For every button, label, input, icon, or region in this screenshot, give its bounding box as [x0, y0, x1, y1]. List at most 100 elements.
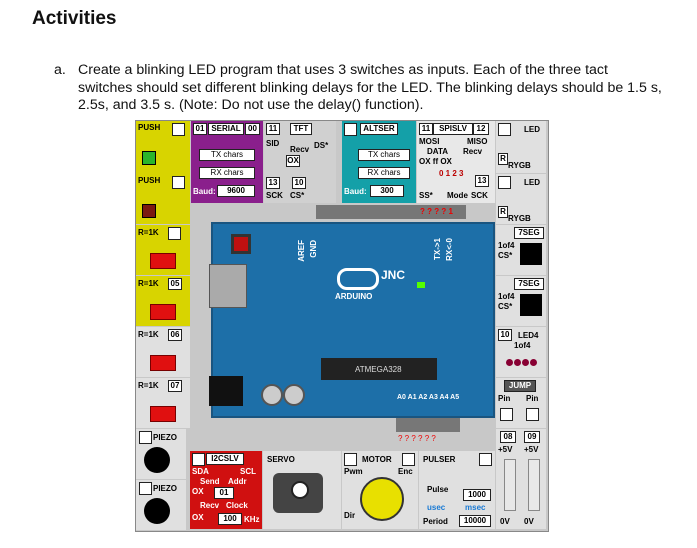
- resistor-pin[interactable]: 07: [168, 380, 182, 392]
- pin-13b[interactable]: 13: [475, 175, 489, 187]
- serial-index[interactable]: 01: [193, 123, 207, 135]
- scl-label: SCL: [240, 467, 256, 476]
- 7seg-sub: 1of4: [498, 241, 515, 250]
- top-pin-header: ? ? ? ? 1: [316, 205, 466, 219]
- r-pin[interactable]: R: [498, 206, 508, 218]
- push-label: PUSH: [138, 123, 161, 132]
- 7seg-cs: CS*: [498, 251, 513, 260]
- push-checkbox[interactable]: [172, 176, 185, 189]
- led-panel-1: LED R RYGB: [496, 121, 546, 173]
- miso-label: MISO: [467, 137, 488, 146]
- r-pin[interactable]: R: [498, 153, 508, 165]
- baud-select[interactable]: 9600: [217, 185, 255, 197]
- i2cslv-checkbox[interactable]: [192, 453, 205, 466]
- baud-label: Baud:: [193, 187, 216, 196]
- chip-label: ATMEGA328: [355, 365, 402, 374]
- piezo-label: PIEZO: [153, 484, 178, 493]
- pulse-label: Pulse: [427, 485, 449, 494]
- red-button[interactable]: [150, 253, 176, 269]
- resistor-panel-1: R=1K: [136, 225, 190, 275]
- activity-task: a. Create a blinking LED program that us…: [54, 62, 664, 115]
- switch-icon[interactable]: [142, 204, 156, 218]
- switch-icon[interactable]: [142, 151, 156, 165]
- pulser-checkbox[interactable]: [479, 453, 492, 466]
- clock-field[interactable]: 100: [218, 513, 242, 525]
- led-label: LED: [524, 178, 540, 187]
- power-led: [417, 282, 425, 288]
- led4-row: [506, 353, 538, 371]
- zero-v-a: 0V: [500, 517, 510, 526]
- altser-panel: ALTSER TX chars RX chars Baud: 300: [342, 121, 416, 203]
- baud-select-2[interactable]: 300: [370, 185, 404, 197]
- jump-pin-a[interactable]: [500, 408, 513, 421]
- ox-field[interactable]: OX: [286, 155, 300, 167]
- piezo-checkbox[interactable]: [139, 431, 152, 444]
- rx-chars-field-2[interactable]: RX chars: [358, 167, 410, 179]
- motor-checkbox[interactable]: [344, 453, 357, 466]
- 7seg-panel-1: 7SEG 1of4 CS*: [496, 225, 546, 275]
- recv-label: Recv: [290, 145, 310, 154]
- ox-label-2: OX: [192, 513, 204, 522]
- plus5v-b: +5V: [524, 445, 539, 454]
- tft-label: TFT: [290, 123, 312, 135]
- piezo-icon: [144, 498, 170, 524]
- 7seg-sub: 1of4: [498, 292, 515, 301]
- tx-chars-field[interactable]: TX chars: [199, 149, 255, 161]
- led-checkbox[interactable]: [498, 123, 511, 136]
- push-label: PUSH: [138, 176, 161, 185]
- led-checkbox[interactable]: [498, 176, 511, 189]
- slider-a[interactable]: [504, 459, 516, 511]
- reset-button[interactable]: [231, 234, 251, 254]
- tx-label: TX->1: [433, 238, 442, 261]
- slider-b[interactable]: [528, 459, 540, 511]
- red-button[interactable]: [150, 355, 176, 371]
- spislv-number[interactable]: 12: [473, 123, 489, 135]
- rx-chars-field[interactable]: RX chars: [199, 167, 255, 179]
- arduino-label: ARDUINO: [335, 292, 373, 301]
- resistor-checkbox[interactable]: [168, 227, 181, 240]
- resistor-pin[interactable]: 06: [168, 329, 182, 341]
- red-button[interactable]: [150, 406, 176, 422]
- piezo-checkbox[interactable]: [139, 482, 152, 495]
- task-text: Create a blinking LED program that uses …: [78, 62, 662, 113]
- period-field[interactable]: 10000: [459, 515, 491, 527]
- servo-panel: SERVO: [263, 451, 341, 529]
- red-button[interactable]: [150, 304, 176, 320]
- khz-label: KHz: [244, 515, 260, 524]
- sda-label: SDA: [192, 467, 209, 476]
- baud-label-2: Baud:: [344, 187, 367, 196]
- pin-13[interactable]: 13: [266, 177, 280, 189]
- addr-field[interactable]: 01: [214, 487, 234, 499]
- led4-index[interactable]: 10: [498, 329, 512, 341]
- pulse-field[interactable]: 1000: [463, 489, 491, 501]
- resistor-panel-3: R=1K 06: [136, 327, 190, 377]
- sck-label-2: SCK: [471, 191, 488, 200]
- motor-checkbox-2[interactable]: [402, 453, 415, 466]
- 7seg-label: 7SEG: [514, 278, 544, 290]
- push-checkbox[interactable]: [172, 123, 185, 136]
- pin-11[interactable]: 11: [266, 123, 280, 135]
- pin-09[interactable]: 09: [524, 431, 540, 443]
- jump-pin-b[interactable]: [526, 408, 539, 421]
- serial-number[interactable]: 00: [245, 123, 260, 135]
- spislv-index[interactable]: 11: [419, 123, 433, 135]
- altser-checkbox[interactable]: [344, 123, 357, 136]
- send-label: Send: [200, 477, 220, 486]
- aref-label: AREF: [297, 240, 306, 262]
- bottom-pin-qmarks: ? ? ? ? ? ?: [398, 434, 436, 443]
- sck-label: SCK: [266, 191, 283, 200]
- tx-chars-field-2[interactable]: TX chars: [358, 149, 410, 161]
- rygb-label: RYGB: [508, 161, 531, 170]
- pin-08[interactable]: 08: [500, 431, 516, 443]
- power-jack: [209, 376, 243, 406]
- rygb-label: RYGB: [508, 214, 531, 223]
- led-panel-2: LED R RYGB: [496, 174, 546, 224]
- page-title: Activities: [32, 8, 117, 29]
- usb-port: [209, 264, 247, 308]
- pin-10[interactable]: 10: [292, 177, 306, 189]
- ox-ff-ox[interactable]: OX ff OX: [419, 157, 452, 166]
- motor-label: MOTOR: [362, 455, 392, 464]
- resistor-pin[interactable]: 05: [168, 278, 182, 290]
- pulser-label: PULSER: [423, 455, 456, 464]
- piezo-panel-1: PIEZO: [136, 429, 186, 479]
